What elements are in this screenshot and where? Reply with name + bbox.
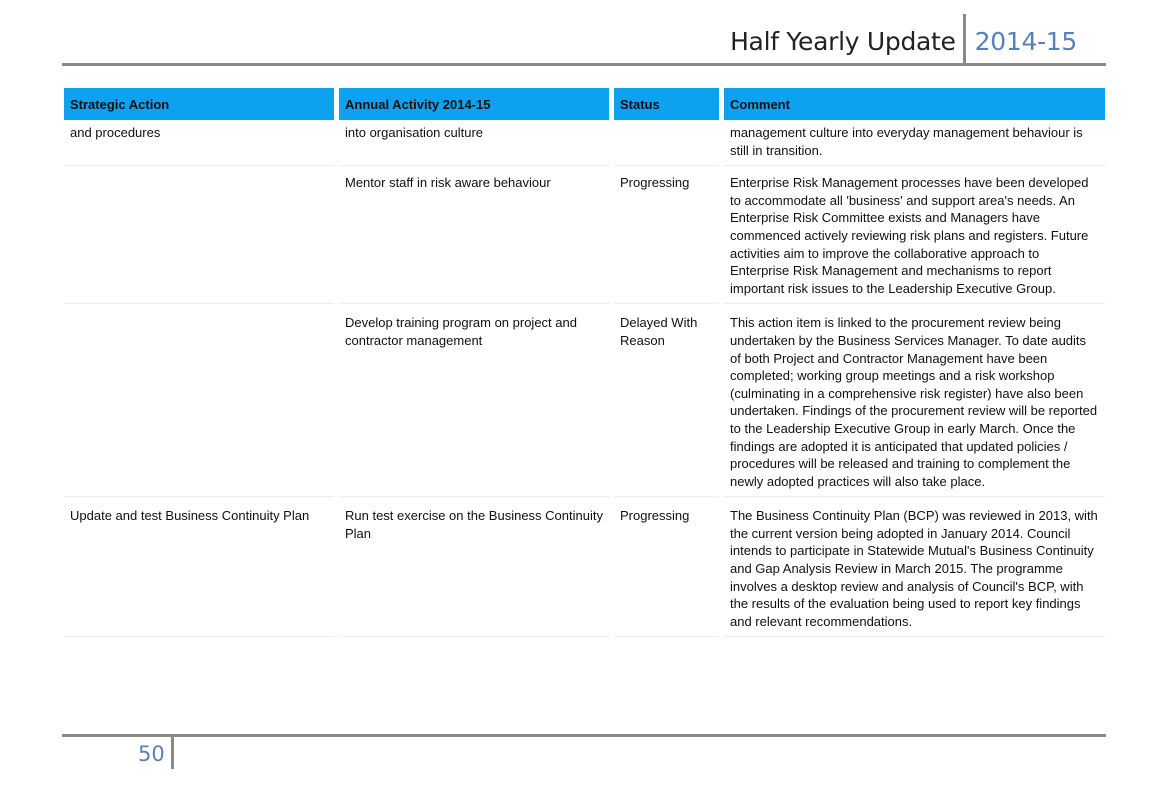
page-header: Half Yearly Update 2014-15 [730,14,1077,64]
document-year: 2014-15 [974,27,1078,56]
title-divider [962,14,966,64]
page-footer: 50 [62,737,174,769]
strategic-action-cell [64,166,334,305]
column-header-comment: Comment [724,86,1105,120]
footer-rule [62,734,1106,737]
status-cell: Progressing [614,166,719,305]
column-header-annual-activity: Annual Activity 2014-15 [339,86,609,120]
status-cell: Progressing [614,497,719,638]
column-header-status: Status [614,86,719,120]
page-number: 50 [138,742,165,766]
strategic-actions-table: Strategic Action Annual Activity 2014-15… [59,86,1110,638]
strategic-action-cell: Update and test Business Continuity Plan [64,497,334,638]
document-title: Half Yearly Update [730,27,956,56]
page-number-divider [170,737,174,769]
table-row: Mentor staff in risk aware behaviour Pro… [64,166,1105,305]
annual-activity-cell: into organisation culture [339,120,609,167]
table-header-row: Strategic Action Annual Activity 2014-15… [64,86,1105,120]
strategic-action-cell [64,304,334,498]
comment-cell: management culture into everyday managem… [724,120,1105,167]
status-cell: Delayed With Reason [614,304,719,498]
header-rule [62,63,1106,66]
table-row: and procedures into organisation culture… [64,120,1105,167]
status-cell [614,120,719,167]
table-row: Develop training program on project and … [64,304,1105,498]
strategic-action-cell: and procedures [64,120,334,167]
annual-activity-cell: Develop training program on project and … [339,304,609,498]
annual-activity-cell: Run test exercise on the Business Contin… [339,497,609,638]
annual-activity-cell: Mentor staff in risk aware behaviour [339,166,609,305]
column-header-strategic-action: Strategic Action [64,86,334,120]
comment-cell: The Business Continuity Plan (BCP) was r… [724,497,1105,638]
table-row: Update and test Business Continuity Plan… [64,497,1105,638]
comment-cell: Enterprise Risk Management processes hav… [724,166,1105,305]
comment-cell: This action item is linked to the procur… [724,304,1105,498]
